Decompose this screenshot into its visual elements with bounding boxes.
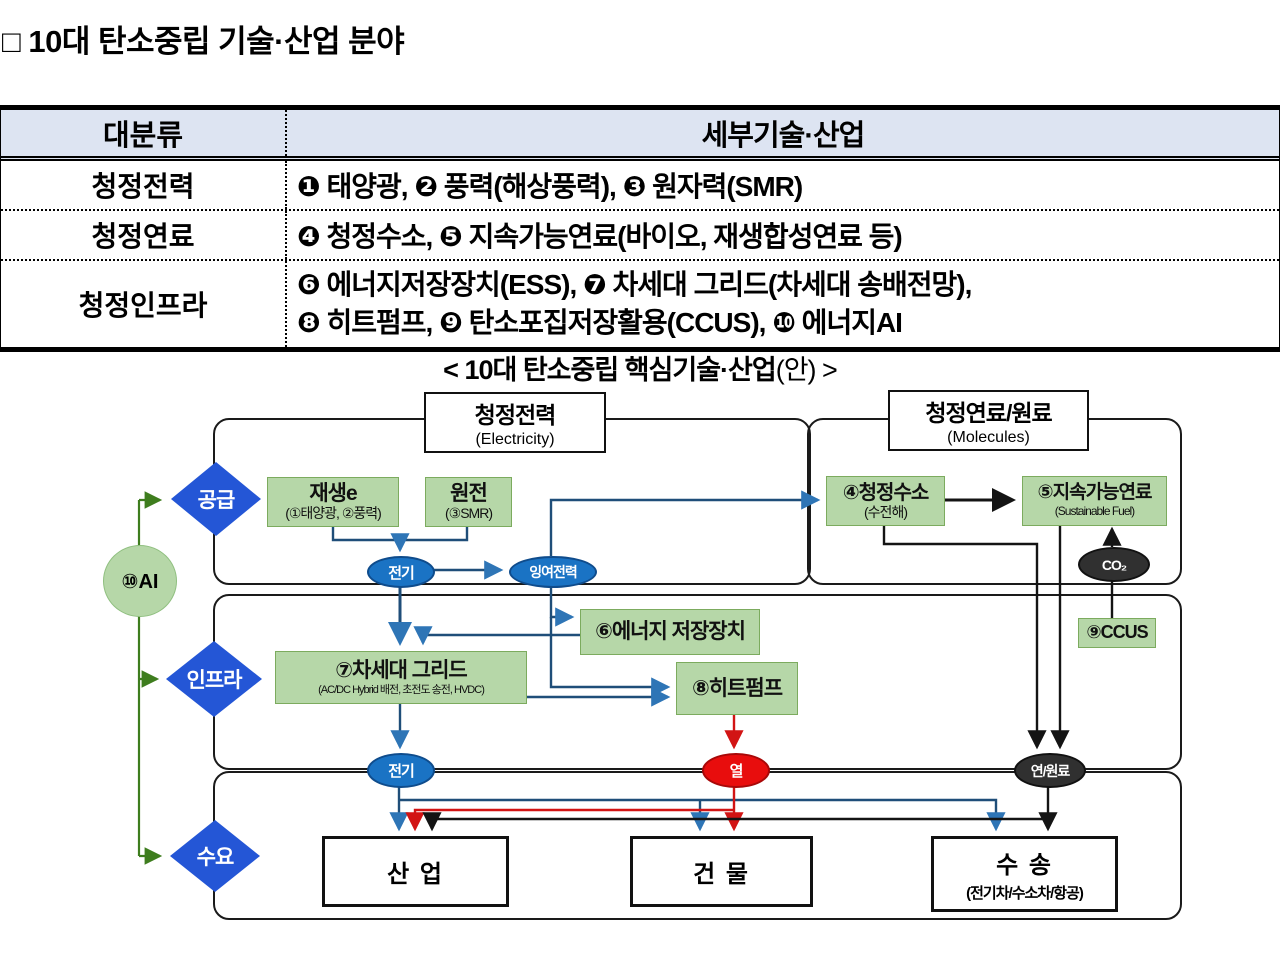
connector-lines — [137, 488, 1122, 865]
carrier-heat-label: 열 — [729, 763, 744, 780]
node-ess: ⑥에너지 저장장치 — [580, 609, 760, 655]
carrier-surplus-power-label: 잉여전력 — [529, 564, 578, 580]
section-electricity: 청정전력 (Electricity) — [424, 392, 606, 453]
stage-demand-label: 수요 — [196, 846, 235, 869]
row-detail-line2: ❽ 히트펌프, ❾ 탄소포집저장활용(CCUS), ❿ 에너지AI — [297, 307, 903, 338]
carbon-neutral-diagram: 청정전력 (Electricity) 청정연료/원료 (Molecules) 공… — [0, 390, 1280, 954]
node-renewable: 재생e (①태양광, ②풍력) — [267, 477, 399, 527]
carrier-surplus-power: 잉여전력 — [509, 556, 597, 588]
diagram-title: < 10대 탄소중립 핵심기술·산업(안) > — [0, 348, 1280, 387]
fuelraw-to-industry — [422, 812, 1048, 832]
node-ess-title: ⑥에너지 저장장치 — [595, 620, 746, 644]
carrier-fuel-raw-label: 연/원료 — [1030, 762, 1071, 779]
node-ccus: ⑨CCUS — [1078, 618, 1156, 648]
demand-building-label: 건 물 — [693, 861, 750, 888]
table-header-detail: 세부기술·산업 — [701, 120, 866, 152]
row-category: 청정전력 — [1, 161, 287, 209]
diagram-title-main: < 10대 탄소중립 핵심기술·산업 — [443, 355, 777, 385]
surplus-to-hydrogen — [549, 490, 821, 556]
node-sustainable-fuel: ⑤지속가능연료 (Sustainable Fuel) — [1022, 476, 1167, 526]
node-sustainable-fuel-title: ⑤지속가능연료 — [1037, 482, 1153, 504]
elec-to-transport — [399, 798, 1006, 832]
carrier-electricity-top-label: 전기 — [388, 564, 415, 582]
ai-node: ⑩AI — [103, 545, 177, 617]
table-row: 청정연료 ❹ 청정수소, ❺ 지속가능연료(바이오, 재생합성연료 등) — [1, 209, 1279, 259]
node-nuclear: 원전 (③SMR) — [425, 477, 512, 527]
node-hydrogen-title: ④청정수소 — [842, 481, 930, 504]
carrier-co2-label: CO₂ — [1101, 556, 1127, 573]
table-row: 청정전력 ❶ 태양광, ❷ 풍력(해상풍력), ❸ 원자력(SMR) — [1, 161, 1279, 209]
node-hydrogen-subtitle: (수전해) — [864, 503, 908, 520]
node-heatpump: ⑧히트펌프 — [676, 662, 798, 715]
node-sustainable-fuel-subtitle: (Sustainable Fuel) — [1054, 504, 1135, 519]
node-nuclear-subtitle: (③SMR) — [445, 505, 493, 522]
stage-supply-label: 공급 — [197, 489, 236, 512]
carrier-fuel-raw: 연/원료 — [1014, 753, 1086, 788]
section-electricity-subtitle: (Electricity) — [475, 431, 555, 448]
node-renewable-subtitle: (①태양광, ②풍력) — [285, 505, 382, 522]
table-row: 청정인프라 ❻ 에너지저장장치(ESS), ❼ 차세대 그리드(차세대 송배전망… — [1, 259, 1279, 347]
surplus-to-ess — [549, 584, 575, 627]
node-renewable-title: 재생e — [309, 482, 357, 506]
heat-to-industry — [405, 808, 734, 832]
carrier-electricity-bottom-label: 전기 — [388, 763, 415, 780]
node-heatpump-title: ⑧히트펌프 — [691, 676, 783, 700]
ess-to-grid — [413, 626, 580, 646]
demand-building: 건 물 — [630, 836, 813, 907]
node-grid: ⑦차세대 그리드 (AC/DC Hybrid 배전, 초전도 송전, HVDC) — [275, 651, 527, 704]
table-header-row: 대분류 세부기술·산업 — [1, 110, 1279, 161]
node-nuclear-title: 원전 — [450, 482, 488, 506]
demand-industry: 산 업 — [322, 836, 509, 907]
section-molecules-subtitle: (Molecules) — [947, 429, 1030, 446]
category-table: 대분류 세부기술·산업 청정전력 ❶ 태양광, ❷ 풍력(해상풍력), ❸ 원자… — [0, 105, 1280, 352]
demand-transport-label: 수 송 — [996, 852, 1053, 879]
carrier-heat: 열 — [702, 753, 770, 788]
node-grid-subtitle: (AC/DC Hybrid 배전, 초전도 송전, HVDC) — [318, 683, 485, 696]
demand-industry-label: 산 업 — [387, 861, 444, 888]
hydrogen-to-fuelraw — [882, 524, 1047, 750]
carrier-co2: CO₂ — [1078, 547, 1150, 582]
section-molecules-title: 청정연료/원료 — [925, 400, 1052, 426]
row-detail-line1: ❻ 에너지저장장치(ESS), ❼ 차세대 그리드(차세대 송배전망), — [297, 269, 972, 301]
section-electricity-title: 청정전력 — [474, 402, 557, 428]
ai-node-label: ⑩AI — [121, 570, 159, 593]
page-title: □ 10대 탄소중립 기술·산업 분야 — [2, 24, 405, 59]
row-detail: ❻ 에너지저장장치(ESS), ❼ 차세대 그리드(차세대 송배전망), ❽ 히… — [287, 266, 1279, 342]
node-hydrogen: ④청정수소 (수전해) — [826, 476, 945, 526]
node-grid-title: ⑦차세대 그리드 — [335, 659, 468, 683]
carrier-electricity-top: 전기 — [367, 556, 435, 588]
section-molecules: 청정연료/원료 (Molecules) — [888, 390, 1089, 451]
row-category: 청정연료 — [1, 211, 287, 259]
row-detail: ❹ 청정수소, ❺ 지속가능연료(바이오, 재생합성연료 등) — [297, 221, 903, 252]
demand-transport-subtitle: (전기차/수소차/항공) — [966, 885, 1084, 902]
diagram-title-suffix: (안) > — [775, 355, 838, 385]
row-category: 청정인프라 — [1, 261, 287, 347]
gen-join-line — [331, 525, 469, 542]
carrier-electricity-bottom: 전기 — [367, 753, 435, 788]
row-detail: ❶ 태양광, ❷ 풍력(해상풍력), ❸ 원자력(SMR) — [297, 171, 803, 202]
demand-transport: 수 송 (전기차/수소차/항공) — [931, 836, 1118, 912]
table-header-category: 대분류 — [1, 110, 287, 156]
stage-infra-label: 인프라 — [186, 669, 243, 692]
surplus-to-heatpump — [549, 617, 671, 697]
node-ccus-title: ⑨CCUS — [1086, 622, 1148, 643]
